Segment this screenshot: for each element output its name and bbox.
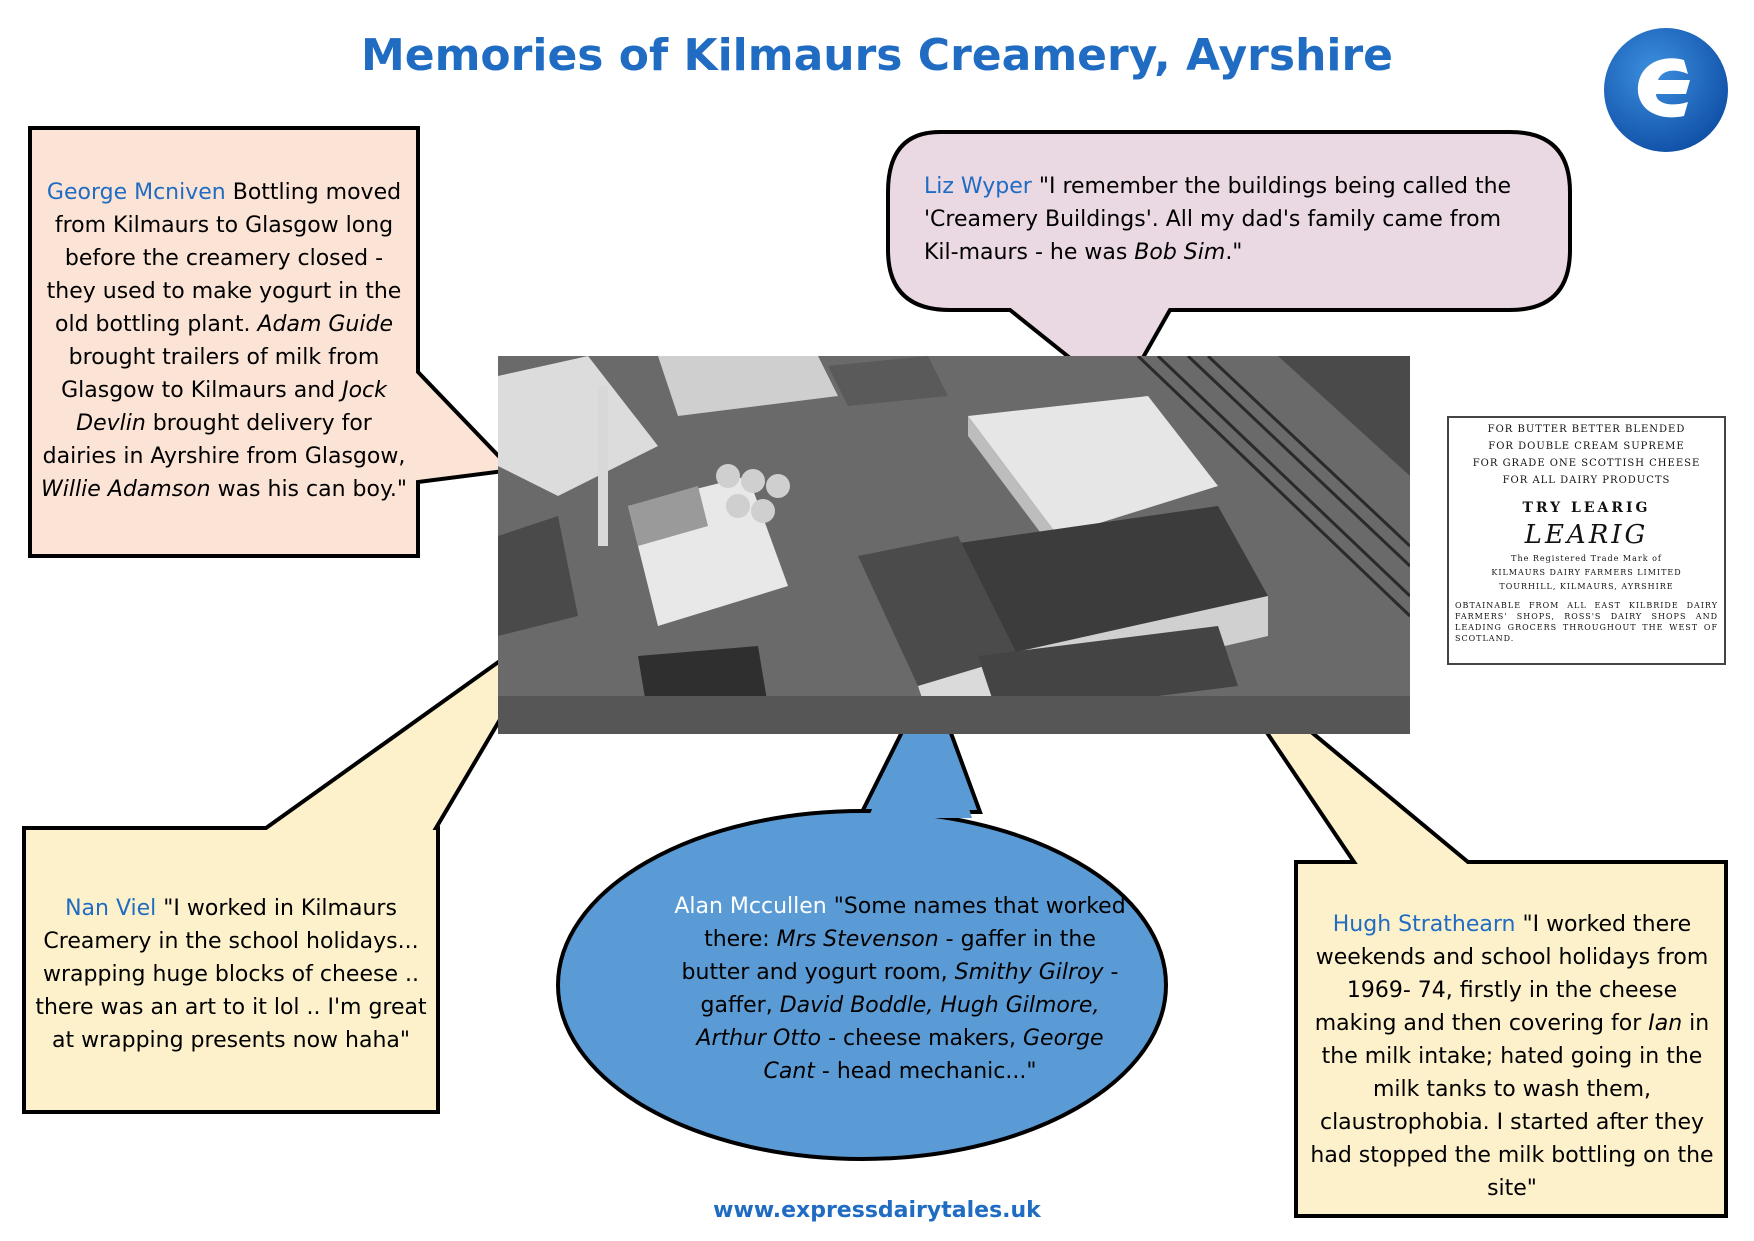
quote-alan-mccullen: Alan Mccullen "Some names that worked th… xyxy=(674,894,1126,1084)
quote-author: Hugh Strathearn xyxy=(1332,912,1516,937)
learig-advert: FOR BUTTER BETTER BLENDED FOR DOUBLE CRE… xyxy=(1447,416,1726,665)
footer-url-link[interactable]: www.expressdairytales.uk xyxy=(713,1198,1041,1223)
advert-try: TRY LEARIG xyxy=(1522,500,1651,516)
quote-author: Nan Viel xyxy=(65,896,157,921)
quote-author: Liz Wyper xyxy=(924,174,1032,199)
alan-callout-oval xyxy=(556,809,1168,1161)
quote-liz-wyper: Liz Wyper "I remember the buildings bein… xyxy=(924,174,1512,265)
advert-line: FOR ALL DAIRY PRODUCTS xyxy=(1502,475,1671,486)
advert-footer: OBTAINABLE FROM ALL EAST KILBRIDE DAIRY … xyxy=(1455,601,1718,643)
quote-george-mcniven: George Mcniven Bottling moved from Kilma… xyxy=(41,180,407,502)
quote-author: Alan Mccullen xyxy=(674,894,827,919)
nan-callout-shape xyxy=(22,616,562,1114)
quote-nan-viel: Nan Viel "I worked in Kilmaurs Creamery … xyxy=(35,896,427,1053)
advert-address: TOURHILL, KILMAURS, AYRSHIRE xyxy=(1499,582,1674,591)
page-title: Memories of Kilmaurs Creamery, Ayrshire xyxy=(360,30,1394,81)
quote-hugh-strathearn: Hugh Strathearn "I worked there weekends… xyxy=(1310,912,1714,1201)
advert-trademark: The Registered Trade Mark of xyxy=(1511,554,1662,563)
quote-author: George Mcniven xyxy=(46,180,226,205)
george-callout-shape xyxy=(28,126,517,558)
advert-brand: LEARIG xyxy=(1524,520,1649,550)
advert-line: FOR DOUBLE CREAM SUPREME xyxy=(1488,441,1685,452)
hugh-callout-shape xyxy=(1208,646,1728,1218)
liz-callout-shape xyxy=(886,130,1572,402)
advert-line: FOR GRADE ONE SCOTTISH CHEESE xyxy=(1472,458,1701,469)
advert-line: FOR BUTTER BETTER BLENDED xyxy=(1487,424,1686,435)
express-e-logo-icon xyxy=(1604,28,1728,152)
advert-company: KILMAURS DAIRY FARMERS LIMITED xyxy=(1491,568,1682,577)
aerial-photo-creamery xyxy=(498,356,1410,734)
